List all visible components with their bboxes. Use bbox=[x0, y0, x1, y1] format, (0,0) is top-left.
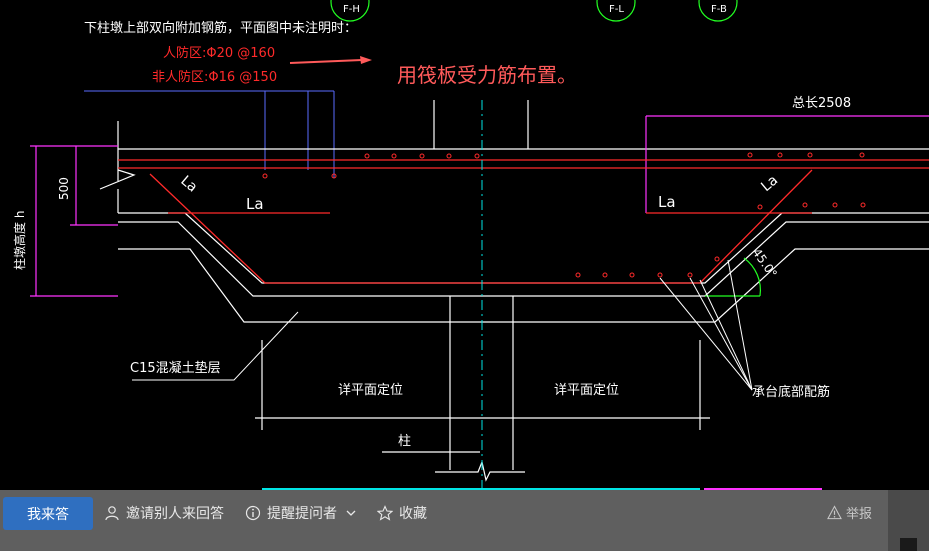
cushion-label: C15混凝土垫层 bbox=[130, 360, 221, 376]
magenta-dimensions bbox=[30, 115, 929, 297]
info-circle-icon bbox=[245, 505, 261, 521]
note-non-civil-defense: 非人防区:Φ16 @150 bbox=[152, 69, 277, 85]
la-label-left: La bbox=[246, 195, 264, 213]
annotation-arrow bbox=[289, 56, 372, 64]
favorite-label: 收藏 bbox=[399, 505, 427, 521]
report-label: 举报 bbox=[846, 506, 873, 521]
depth-label: 柱墩高度 h bbox=[12, 211, 27, 270]
grid-bubbles: F-H F-L F-B bbox=[330, 0, 738, 22]
plan-pos-left: 详平面定位 bbox=[338, 383, 403, 398]
report-action[interactable]: 举报 bbox=[826, 503, 872, 522]
answer-button[interactable]: 我来答 bbox=[3, 497, 93, 530]
angle-label: 45.0° bbox=[750, 246, 780, 281]
warning-triangle-icon bbox=[826, 505, 842, 521]
chevron-down-icon bbox=[343, 505, 359, 521]
la-label-diag-left: La bbox=[177, 173, 200, 196]
concrete-outline bbox=[99, 100, 929, 482]
annotation-text: 用筏板受力筋布置。 bbox=[397, 63, 577, 87]
remind-label: 提醒提问者 bbox=[267, 505, 337, 521]
grid-bubble-3-label: F-B bbox=[711, 4, 727, 15]
blue-leaders bbox=[84, 90, 335, 178]
invite-label: 邀请别人来回答 bbox=[126, 505, 224, 521]
grid-bubble-1-label: F-H bbox=[343, 4, 360, 15]
grid-bubble-2-label: F-L bbox=[609, 4, 624, 15]
plan-pos-right: 详平面定位 bbox=[554, 383, 619, 398]
column-label: 柱 bbox=[398, 434, 411, 449]
note-title: 下柱墩上部双向附加钢筋，平面图中未注明时： bbox=[84, 20, 357, 36]
favorite-action[interactable]: 收藏 bbox=[377, 503, 427, 523]
answer-toolbar: 我来答 邀请别人来回答 提醒提问者 收藏 举报 bbox=[0, 490, 929, 551]
dimension-500: 500 bbox=[57, 177, 71, 200]
note-civil-defense: 人防区:Φ20 @160 bbox=[163, 45, 275, 61]
bottom-rebar-label: 承台底部配筋 bbox=[752, 384, 830, 400]
person-icon bbox=[104, 505, 120, 521]
cad-drawing-canvas: F-H F-L F-B 下柱墩上部双向附加钢筋，平面图中未注明时： 人防区:Φ2… bbox=[12, 0, 929, 490]
total-length-label: 总长2508 bbox=[792, 96, 851, 111]
side-strip bbox=[888, 490, 929, 551]
white-leaders bbox=[132, 259, 753, 391]
angle-marker bbox=[705, 257, 761, 297]
answer-button-label: 我来答 bbox=[27, 505, 69, 522]
side-tab[interactable] bbox=[900, 538, 917, 551]
star-icon bbox=[377, 505, 393, 521]
invite-action[interactable]: 邀请别人来回答 bbox=[104, 503, 224, 523]
remind-action[interactable]: 提醒提问者 bbox=[245, 503, 359, 523]
rebar-dots bbox=[262, 152, 866, 278]
la-label-diag-right: La bbox=[758, 172, 781, 195]
la-label-right: La bbox=[658, 193, 676, 211]
